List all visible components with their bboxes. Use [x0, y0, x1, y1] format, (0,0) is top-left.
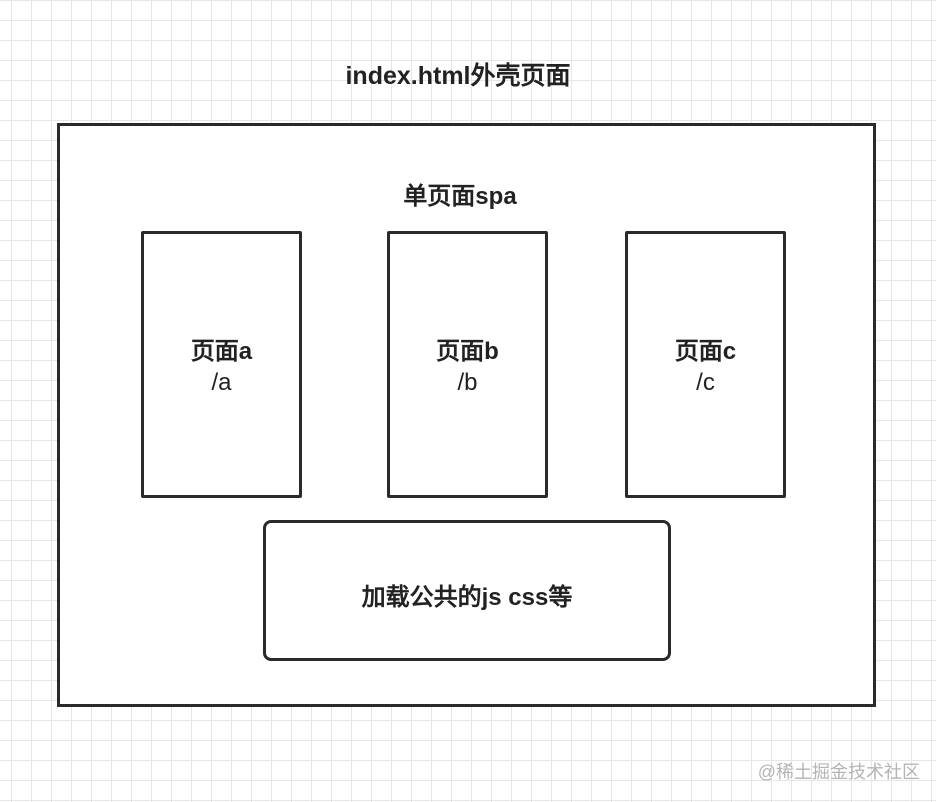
- page-a-box: [141, 231, 302, 498]
- page-b-name: 页面b: [436, 338, 499, 365]
- diagram-title: index.html外壳页面: [345, 62, 571, 90]
- page-c-route: /c: [696, 369, 715, 396]
- page-c-box: [625, 231, 786, 498]
- common-resources-label: 加载公共的js css等: [361, 584, 573, 611]
- common-resources-box: [263, 520, 671, 661]
- page-c-name: 页面c: [674, 338, 737, 365]
- page-b-box: [387, 231, 548, 498]
- page-a-text: 页面a /a: [141, 336, 302, 398]
- page-b-text: 页面b /b: [387, 336, 548, 398]
- watermark: @稀土掘金技术社区: [757, 762, 920, 782]
- page-c-text: 页面c /c: [625, 336, 786, 398]
- spa-label: 单页面spa: [403, 183, 517, 210]
- page-a-name: 页面a: [190, 338, 253, 365]
- page-a-route: /a: [211, 369, 232, 396]
- page-b-route: /b: [457, 369, 478, 396]
